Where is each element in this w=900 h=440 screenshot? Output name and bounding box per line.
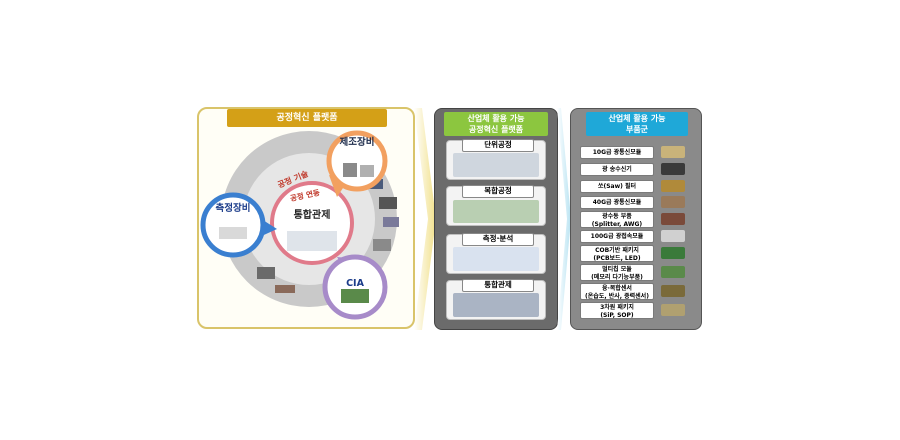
measure-equipment-circle [200, 192, 266, 258]
card-label: 복합공정 [462, 185, 534, 198]
flow-arrow-1 [414, 108, 436, 330]
platform-diagram [200, 130, 399, 320]
arrow-shape [414, 108, 436, 330]
right-title-line2: 부품군 [625, 125, 649, 134]
component-item: 40G급 광통신모듈 [580, 196, 654, 209]
component-item: COB기반 패키지(PCB보드, LED) [580, 245, 654, 262]
equipment-image [257, 267, 275, 279]
measure-device-image [219, 227, 247, 239]
component-image [661, 146, 685, 158]
cia-label: CIA [346, 278, 364, 289]
component-item: 10G급 광통신모듈 [580, 146, 654, 159]
component-image [661, 180, 685, 192]
manufacture-device-image [343, 163, 357, 177]
component-image [661, 285, 685, 297]
middle-title-line1: 산업체 활용 가능 [467, 114, 525, 123]
component-image [661, 266, 685, 278]
component-image [661, 213, 685, 225]
component-item: 3차원 패키지(SiP, SOP) [580, 302, 654, 319]
left-panel-title: 공정혁신 플랫폼 [227, 109, 387, 127]
component-image [661, 230, 685, 242]
right-panel-title: 산업체 활용 가능 부품군 [586, 112, 688, 136]
component-item: 쏘(Saw) 필터 [580, 180, 654, 193]
equipment-image [383, 217, 399, 227]
manufacture-device-image [360, 165, 374, 177]
flow-arrow-2 [557, 108, 571, 330]
component-image [661, 304, 685, 316]
component-image [661, 163, 685, 175]
card-complex-process: 복합공정 [446, 185, 546, 226]
arrow-shape [557, 108, 571, 330]
cia-circle [322, 254, 388, 320]
process-image [453, 153, 539, 177]
right-title-line1: 산업체 활용 가능 [608, 114, 666, 123]
component-item: 100G급 광접속모듈 [580, 230, 654, 243]
integrated-control-label: 통합관제 [293, 210, 331, 221]
component-item: 광 송수신기 [580, 163, 654, 176]
process-image [453, 200, 539, 223]
middle-title-line2: 공정혁신 플랫폼 [468, 125, 524, 134]
middle-panel-title: 산업체 활용 가능 공정혁신 플랫폼 [444, 112, 548, 136]
analysis-image [453, 247, 539, 271]
manufacture-equipment-label: 제조장비 [339, 137, 375, 148]
card-integrated-control: 통합관제 [446, 279, 546, 320]
equipment-image [373, 239, 391, 251]
equipment-image [379, 197, 397, 209]
control-screens-image [287, 231, 337, 251]
component-item: 멀티칩 모듈(메모리 다기능부품) [580, 264, 654, 281]
measure-equipment-label: 측정장비 [215, 203, 251, 214]
card-measure-analysis: 측정·분석 [446, 233, 546, 274]
cia-board-image [341, 289, 369, 303]
component-image [661, 196, 685, 208]
control-room-image [453, 293, 539, 317]
component-item: 융·복합센서(온습도, 반사, 중력센서) [580, 283, 654, 300]
equipment-image [275, 285, 295, 293]
component-image [661, 247, 685, 259]
card-label: 단위공정 [462, 139, 534, 152]
card-label: 측정·분석 [462, 233, 534, 246]
card-label: 통합관제 [462, 279, 534, 292]
card-unit-process: 단위공정 [446, 139, 546, 180]
component-item: 광수동 부품(Splitter, AWG) [580, 211, 654, 228]
